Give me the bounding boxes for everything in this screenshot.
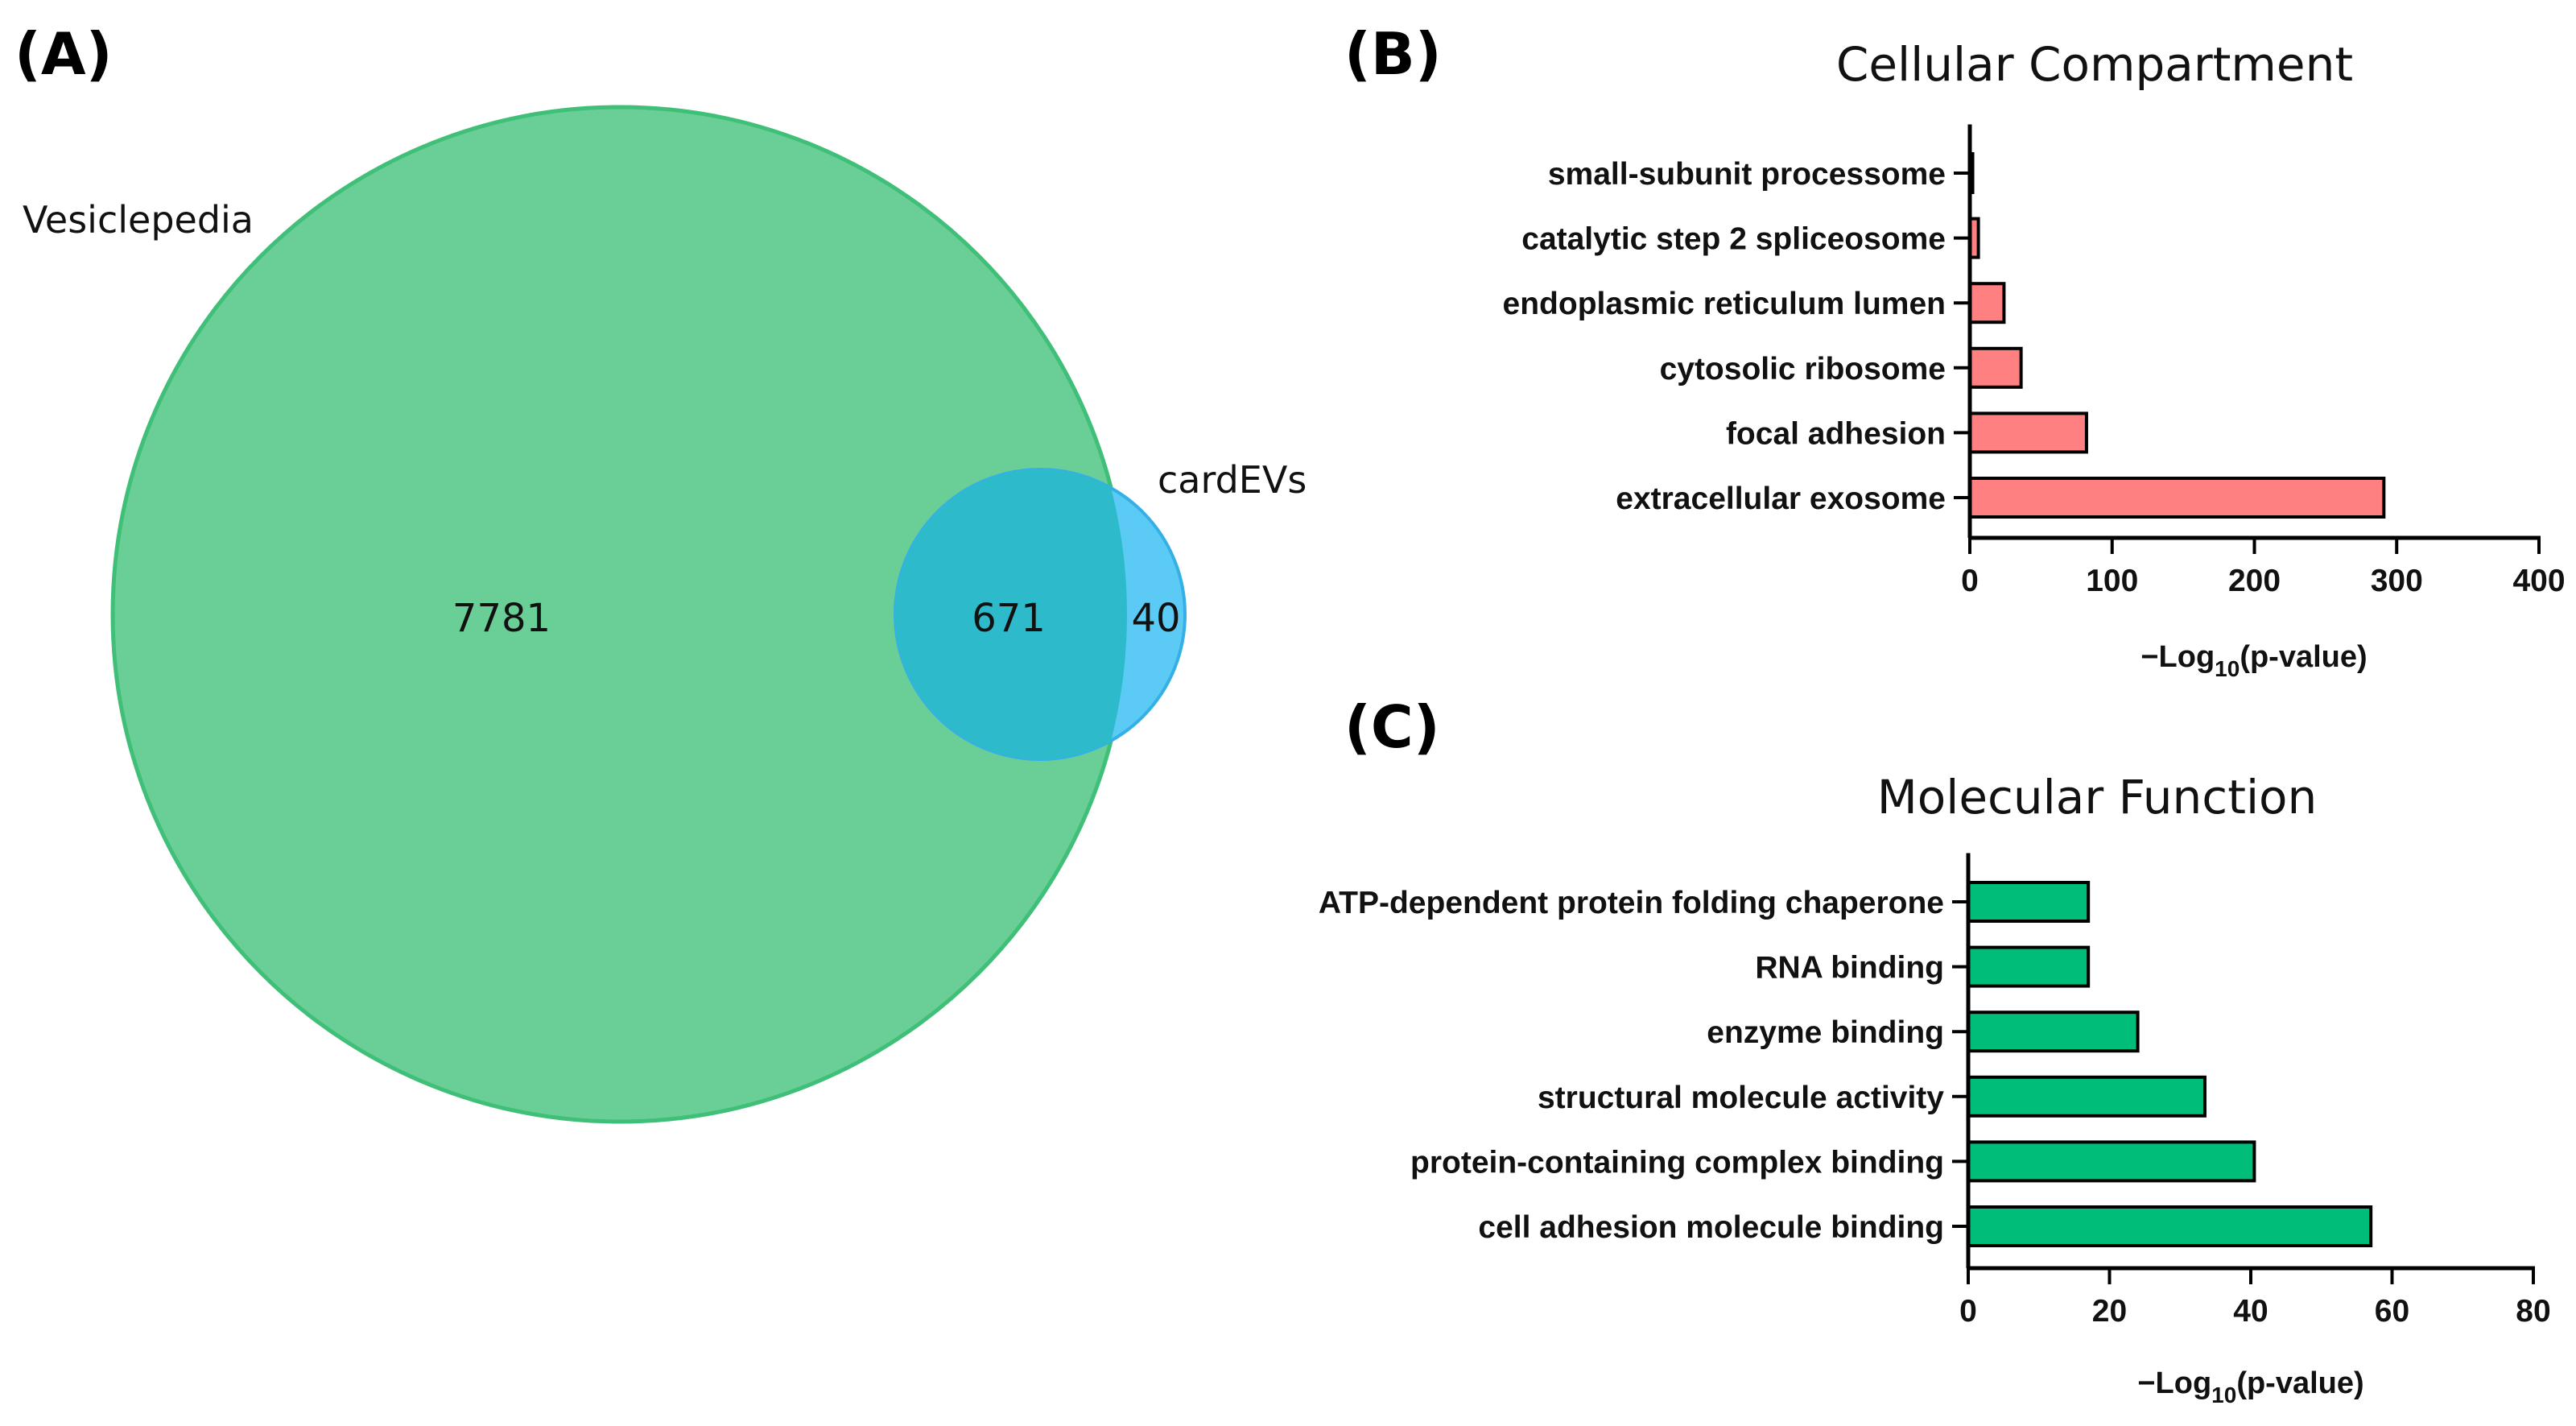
venn-overlap-region <box>895 469 1127 759</box>
venn-count-overlap: 671 <box>972 596 1046 641</box>
x-tick-label: 80 <box>2516 1294 2550 1329</box>
x-axis-title-rest: (p-value) <box>2236 1366 2363 1400</box>
x-axis-title: −Log10(p-value) <box>2140 640 2367 681</box>
bar-enzyme-binding <box>1967 1011 2140 1053</box>
category-label: catalytic step 2 spliceosome <box>1521 222 1946 257</box>
x-tick-label: 0 <box>1959 1294 1977 1329</box>
panel-letter-b: (B) <box>1344 20 1442 88</box>
venn-count-only-vesiclepedia: 7781 <box>452 596 551 641</box>
x-axis-title-rest: (p-value) <box>2240 640 2367 674</box>
category-label: protein-containing complex binding <box>1410 1145 1944 1180</box>
x-tick-label: 200 <box>2228 564 2281 598</box>
venn-count-only-cardevs: 40 <box>1131 596 1180 641</box>
bar-protein-containing-complex-binding <box>1967 1140 2256 1183</box>
category-label: ATP-dependent protein folding chaperone <box>1319 886 1944 920</box>
panel-letter-c: (C) <box>1344 693 1440 761</box>
category-label: cytosolic ribosome <box>1660 352 1946 386</box>
bar-chart-cellular-compartment: Cellular Compartment small-subunit proces… <box>1503 37 2566 681</box>
category-label: endoplasmic reticulum lumen <box>1503 287 1946 321</box>
x-axis-title: −Log10(p-value) <box>2137 1366 2363 1407</box>
bar-focal-adhesion <box>1968 411 2088 454</box>
category-label: small-subunit processome <box>1548 157 1946 192</box>
bar-cytosolic-ribosome <box>1968 346 2023 389</box>
bar-structural-molecule-activity <box>1967 1075 2207 1118</box>
chart-title: Molecular Function <box>1877 770 2318 825</box>
chart-title: Cellular Compartment <box>1836 37 2353 92</box>
category-label: cell adhesion molecule binding <box>1478 1210 1944 1245</box>
category-label: extracellular exosome <box>1616 482 1946 516</box>
x-tick-label: 0 <box>1961 564 1979 598</box>
x-tick-label: 400 <box>2512 564 2565 598</box>
x-tick-label: 300 <box>2371 564 2423 598</box>
bar-atp-dependent-protein-folding-chaperone <box>1967 881 2091 923</box>
bar-endoplasmic-reticulum-lumen <box>1968 282 2006 324</box>
x-axis-title-subscript: 10 <box>2215 656 2240 681</box>
panel-letter-a: (A) <box>14 20 113 88</box>
x-tick-label: 60 <box>2375 1294 2409 1329</box>
venn-label-cardevs: cardEVs <box>1158 458 1307 502</box>
x-axis-title-main: −Log <box>2140 640 2215 674</box>
x-tick-label: 40 <box>2233 1294 2268 1329</box>
bar-cell-adhesion-molecule-binding <box>1967 1205 2373 1247</box>
category-label: focal adhesion <box>1726 416 1946 451</box>
category-label: RNA binding <box>1755 951 1944 986</box>
venn-label-vesiclepedia: Vesiclepedia <box>23 198 254 242</box>
bar-rna-binding <box>1967 945 2091 988</box>
x-tick-label: 100 <box>2086 564 2138 598</box>
venn-diagram: Vesiclepedia cardEVs 7781 671 40 <box>23 105 1307 1124</box>
category-label: structural molecule activity <box>1538 1081 1944 1115</box>
x-tick-label: 20 <box>2092 1294 2127 1329</box>
category-label: enzyme binding <box>1707 1015 1944 1050</box>
x-axis-title-main: −Log <box>2137 1366 2211 1400</box>
bar-extracellular-exosome <box>1968 477 2386 519</box>
x-axis-title-subscript: 10 <box>2211 1383 2236 1407</box>
